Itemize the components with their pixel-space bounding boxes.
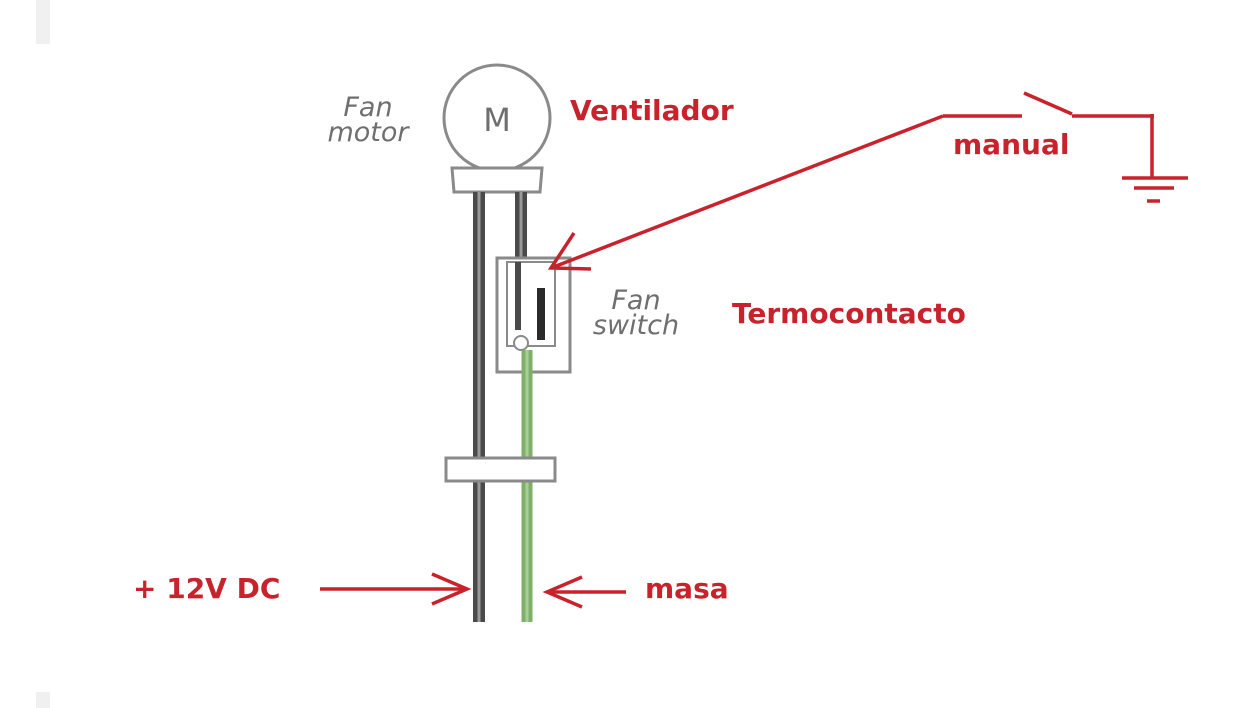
- plus-12v-label: + 12V DC: [133, 572, 281, 605]
- fan-motor-label: Fan motor: [312, 92, 424, 148]
- fan-motor-label-line2: motor: [327, 117, 409, 148]
- arrow-masa: [542, 575, 626, 609]
- arrow-plus-12v: [320, 572, 472, 606]
- fan-motor-icon: [442, 63, 552, 194]
- thermo-switch-icon: [495, 256, 572, 374]
- manual-switch-icon: [943, 91, 1154, 178]
- fan-motor-label-line1: Fan: [343, 92, 393, 123]
- fan-switch-label-line1: Fan: [611, 285, 661, 316]
- bottom-left-mark: [36, 692, 50, 708]
- diagram-background: [215, 0, 1080, 622]
- manual-label: manual: [953, 128, 1070, 161]
- fan-switch-label-line2: switch: [592, 310, 680, 341]
- connector-block: [444, 456, 557, 483]
- fan-switch-label: Fan switch: [580, 285, 692, 341]
- termocontacto-label: Termocontacto: [732, 297, 966, 330]
- motor-symbol-label: M: [483, 101, 511, 139]
- ground-icon: [1122, 176, 1188, 203]
- ventilador-label: Ventilador: [570, 94, 734, 127]
- arrow-to-fan-switch: [547, 114, 944, 271]
- top-left-mark: [36, 0, 50, 44]
- masa-label: masa: [645, 572, 729, 605]
